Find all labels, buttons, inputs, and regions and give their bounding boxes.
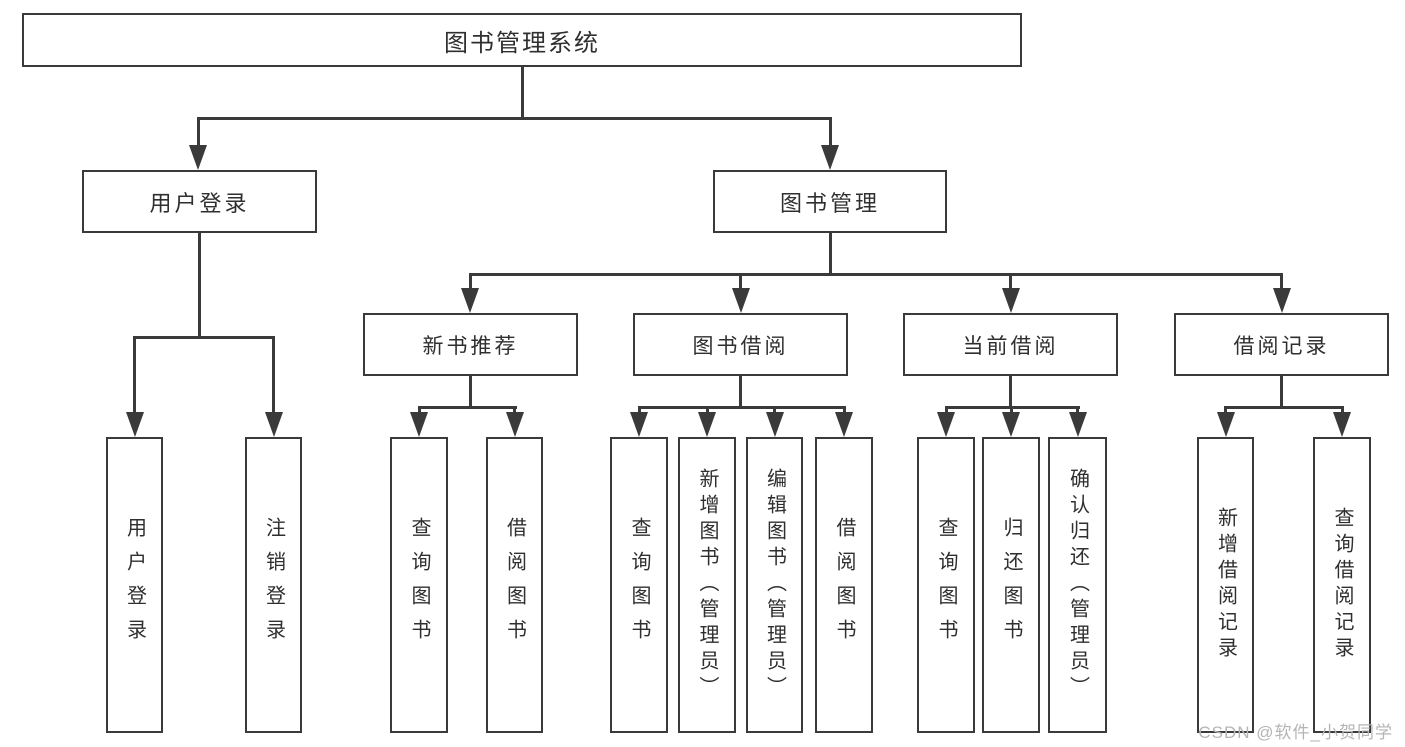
leaf-logout: 注销登录	[245, 437, 302, 733]
connector-line	[773, 406, 776, 416]
connector-line	[468, 376, 472, 406]
arrow-down-icon	[937, 412, 955, 437]
connector-line	[513, 406, 516, 416]
connector-line	[468, 273, 1283, 276]
leaf-user-login: 用户登录	[106, 437, 163, 733]
leaf-user-login-label: 用户登录	[123, 517, 146, 653]
arrow-down-icon	[1002, 412, 1020, 437]
arrow-down-icon	[1272, 288, 1291, 313]
leaf-query-books-2-label: 查询图书	[628, 517, 650, 653]
connector-line	[468, 273, 472, 290]
leaf-query-books-3-label: 查询图书	[935, 517, 957, 653]
leaf-logout-label: 注销登录	[262, 517, 285, 653]
arrow-down-icon	[1216, 412, 1235, 437]
connector-line	[196, 117, 832, 120]
leaf-add-books-admin-label: 新增图书（管理员）	[696, 468, 718, 702]
arrow-down-icon	[505, 412, 524, 437]
connector-line	[1009, 406, 1013, 416]
leaf-add-borrow-record-label: 新增借阅记录	[1214, 507, 1237, 663]
connector-line	[417, 406, 517, 409]
connector-line	[1009, 376, 1012, 406]
leaf-add-borrow-record: 新增借阅记录	[1197, 437, 1254, 733]
connector-line	[272, 336, 275, 414]
leaf-borrow-books-1: 借阅图书	[486, 437, 543, 733]
connector-line	[1224, 406, 1344, 409]
node-root: 图书管理系统	[22, 13, 1022, 67]
leaf-query-books-1-label: 查询图书	[408, 517, 430, 653]
connector-line	[705, 406, 709, 416]
arrow-down-icon	[630, 412, 648, 437]
connector-line	[1076, 406, 1079, 416]
leaf-return-books-label: 归还图书	[1000, 517, 1022, 653]
connector-line	[944, 406, 948, 416]
connector-line	[842, 406, 846, 416]
connector-line	[828, 233, 832, 273]
node-book-management: 图书管理	[713, 170, 947, 233]
leaf-query-borrow-record-label: 查询借阅记录	[1331, 507, 1353, 663]
arrow-down-icon	[765, 412, 784, 437]
arrow-down-icon	[1333, 412, 1351, 437]
arrow-down-icon	[410, 412, 428, 437]
node-book-management-label: 图书管理	[779, 190, 880, 216]
connector-line	[637, 406, 641, 416]
connector-line	[520, 67, 524, 117]
leaf-query-books-2: 查询图书	[610, 437, 668, 733]
node-current-borrowing: 当前借阅	[903, 313, 1118, 376]
arrow-down-icon	[125, 412, 144, 437]
leaf-edit-books-admin: 编辑图书（管理员）	[746, 437, 803, 733]
arrow-down-icon	[698, 412, 716, 437]
arrow-down-icon	[264, 412, 283, 437]
leaf-add-books-admin: 新增图书（管理员）	[678, 437, 736, 733]
node-user-login: 用户登录	[82, 170, 317, 233]
connector-line	[1224, 406, 1227, 416]
arrow-down-icon	[731, 288, 750, 313]
csdn-watermark: CSDN @软件_小贺同学	[1198, 723, 1393, 742]
node-book-borrowing-label: 图书借阅	[692, 334, 789, 358]
connector-line	[417, 406, 421, 416]
connector-line	[1280, 376, 1283, 406]
arrow-down-icon	[1068, 412, 1087, 437]
node-user-login-label: 用户登录	[149, 190, 250, 216]
connector-line	[197, 233, 201, 336]
connector-line	[739, 376, 742, 406]
connector-line	[637, 406, 846, 409]
leaf-borrow-books-2-label: 借阅图书	[833, 517, 855, 653]
node-new-book-recommend: 新书推荐	[363, 313, 578, 376]
connector-line	[133, 336, 136, 414]
arrow-down-icon	[461, 288, 479, 313]
node-new-book-recommend-label: 新书推荐	[422, 334, 519, 358]
leaf-confirm-return-admin: 确认归还（管理员）	[1048, 437, 1107, 733]
connector-line	[196, 117, 200, 147]
leaf-return-books: 归还图书	[982, 437, 1040, 733]
connector-line	[739, 273, 742, 290]
node-borrow-records: 借阅记录	[1174, 313, 1389, 376]
leaf-borrow-books-1-label: 借阅图书	[503, 517, 526, 653]
node-current-borrowing-label: 当前借阅	[962, 334, 1059, 358]
leaf-borrow-books-2: 借阅图书	[815, 437, 873, 733]
connector-line	[1280, 273, 1283, 290]
node-borrow-records-label: 借阅记录	[1233, 334, 1330, 358]
arrow-down-icon	[835, 412, 853, 437]
leaf-edit-books-admin-label: 编辑图书（管理员）	[763, 468, 786, 702]
node-root-label: 图书管理系统	[444, 29, 600, 57]
connector-line	[133, 336, 275, 339]
leaf-query-books-3: 查询图书	[917, 437, 975, 733]
connector-line	[828, 117, 832, 147]
leaf-query-books-1: 查询图书	[390, 437, 448, 733]
connector-line	[1009, 273, 1012, 290]
node-book-borrowing: 图书借阅	[633, 313, 848, 376]
arrow-down-icon	[189, 145, 207, 170]
leaf-confirm-return-admin-label: 确认归还（管理员）	[1066, 468, 1089, 702]
arrow-down-icon	[821, 145, 839, 170]
connector-line	[1340, 406, 1344, 416]
arrow-down-icon	[1001, 288, 1020, 313]
leaf-query-borrow-record: 查询借阅记录	[1313, 437, 1371, 733]
